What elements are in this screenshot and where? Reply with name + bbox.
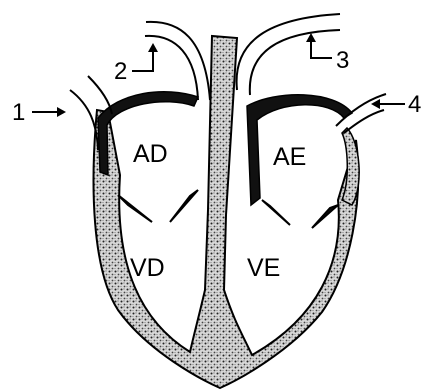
tricuspid-valve bbox=[118, 190, 198, 222]
callout-3-arrow bbox=[306, 33, 332, 58]
aorta bbox=[237, 14, 340, 95]
ventricle-wall bbox=[94, 36, 359, 388]
callout-4-label: 4 bbox=[408, 91, 421, 118]
callout-2-label: 2 bbox=[114, 58, 127, 85]
mitral-valve bbox=[262, 200, 338, 228]
callout-1-arrow bbox=[32, 107, 66, 117]
label-left-ventricle: VE bbox=[247, 254, 280, 282]
label-left-atrium: AE bbox=[273, 143, 306, 171]
callout-3-label: 3 bbox=[336, 47, 349, 74]
callout-1-label: 1 bbox=[12, 99, 25, 126]
pulmonary-artery bbox=[145, 22, 210, 100]
left-atrium-lateral-wall bbox=[342, 128, 359, 205]
callout-2-arrow bbox=[132, 43, 158, 71]
label-right-atrium: AD bbox=[133, 140, 168, 168]
label-right-ventricle: VD bbox=[130, 254, 165, 282]
callout-4-arrow bbox=[371, 99, 405, 109]
